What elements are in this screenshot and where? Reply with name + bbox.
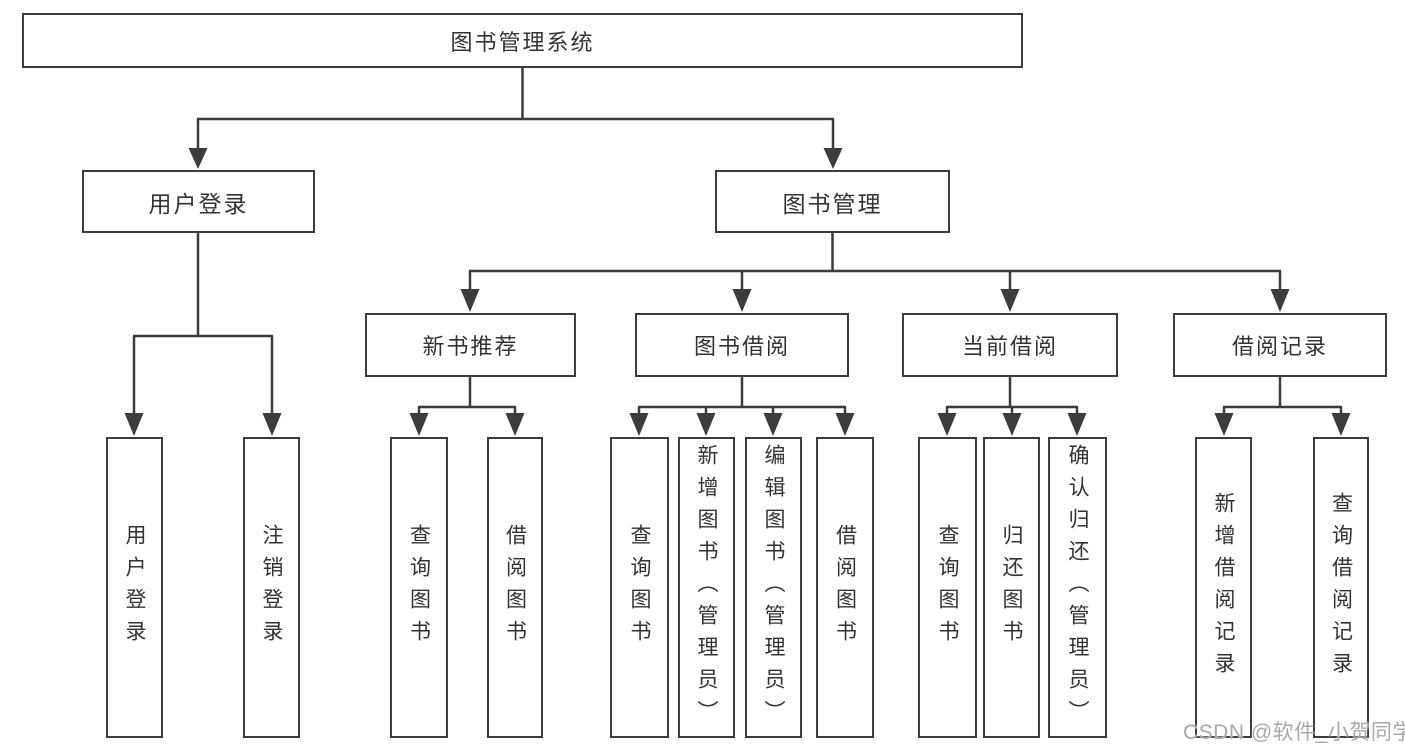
node-label: 当前借阅 <box>961 334 1058 359</box>
arrowheads <box>124 148 1351 436</box>
leaf-label: 借阅图书 <box>503 523 527 652</box>
leaf-add-book-admin: 新增图书（管理员） <box>678 437 735 738</box>
node-user-login: 用户登录 <box>82 170 315 233</box>
leaf-borrow-books-borrow: 借阅图书 <box>816 437 874 738</box>
leaf-label: 查询图书 <box>936 523 959 652</box>
leaf-label: 确认归还（管理员） <box>1066 443 1089 732</box>
node-book-borrow: 图书借阅 <box>635 313 849 377</box>
leaf-edit-book-admin: 编辑图书（管理员） <box>745 437 802 738</box>
node-label: 新书推荐 <box>422 334 519 359</box>
leaf-query-books-recommend: 查询图书 <box>390 437 448 738</box>
leaf-user-login: 用户登录 <box>106 437 163 738</box>
node-label: 图书借阅 <box>693 334 790 359</box>
leaf-label: 查询借阅记录 <box>1329 491 1353 684</box>
leaf-confirm-return-admin: 确认归还（管理员） <box>1048 437 1107 738</box>
node-label: 用户登录 <box>148 190 249 217</box>
node-book-management: 图书管理 <box>715 170 950 233</box>
node-library-management-system: 图书管理系统 <box>22 13 1023 68</box>
node-new-book-recommend: 新书推荐 <box>365 313 576 377</box>
leaf-label: 查询图书 <box>407 523 431 652</box>
leaf-label: 用户登录 <box>123 523 146 652</box>
leaf-borrow-books-recommend: 借阅图书 <box>487 437 543 738</box>
node-label: 图书管理系统 <box>450 29 595 55</box>
leaf-label: 编辑图书（管理员） <box>762 443 785 732</box>
leaf-label: 新增图书（管理员） <box>695 443 718 732</box>
leaf-label: 归还图书 <box>1000 523 1023 652</box>
leaf-query-books-borrow: 查询图书 <box>610 437 669 738</box>
node-borrow-records: 借阅记录 <box>1173 313 1387 377</box>
leaf-add-borrow-record: 新增借阅记录 <box>1195 437 1252 738</box>
leaf-label: 借阅图书 <box>833 523 857 652</box>
watermark: CSDN @软件_小贺同学 <box>1183 721 1405 744</box>
leaf-return-book: 归还图书 <box>983 437 1040 738</box>
node-label: 借阅记录 <box>1231 334 1328 359</box>
leaf-logout: 注销登录 <box>243 437 300 738</box>
leaf-query-books-current: 查询图书 <box>918 437 977 738</box>
leaf-label: 查询图书 <box>628 523 651 652</box>
node-current-borrow: 当前借阅 <box>902 313 1118 377</box>
node-label: 图书管理 <box>782 190 883 217</box>
leaf-query-borrow-record: 查询借阅记录 <box>1313 437 1369 738</box>
leaf-label: 注销登录 <box>260 523 283 652</box>
leaf-label: 新增借阅记录 <box>1212 491 1235 684</box>
